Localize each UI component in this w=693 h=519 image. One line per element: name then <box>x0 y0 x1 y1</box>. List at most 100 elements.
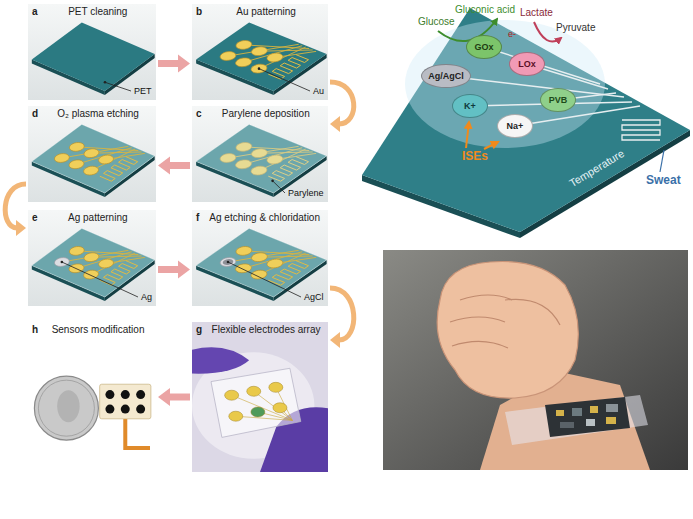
callout-label: Parylene <box>288 188 324 198</box>
finger-line <box>452 341 508 348</box>
sensor-substrate <box>362 8 690 232</box>
modified-electrode <box>136 405 145 414</box>
electrode-pad <box>55 258 70 267</box>
electrode-pad <box>236 264 252 273</box>
panel-title: Au patterning <box>208 6 324 18</box>
process-panel: bAu patterningAu <box>192 4 328 100</box>
leader-line <box>62 262 138 297</box>
panel-letter: f <box>196 212 199 224</box>
panel-illustration <box>28 322 156 472</box>
patch-component <box>586 419 595 426</box>
arrow-shaft <box>330 82 354 124</box>
modified-electrode <box>105 390 114 399</box>
panel-title-row: a PET cleaning <box>28 4 156 18</box>
electrode-pad <box>267 53 283 62</box>
pet-substrate <box>32 228 155 297</box>
electrode-trace <box>484 47 600 84</box>
process-arrow <box>330 82 354 132</box>
patch-component <box>606 404 618 412</box>
electrode-node: Na+ <box>497 114 533 138</box>
arrow-shaft <box>330 288 354 340</box>
panel-illustration <box>192 210 328 306</box>
electrode-pad <box>84 166 99 175</box>
electrode-pad <box>99 155 114 164</box>
process-arrow <box>158 55 190 73</box>
panel-letter: a <box>32 6 38 18</box>
leader-dot <box>104 81 107 84</box>
finger-line <box>450 317 505 322</box>
electrode-pad <box>251 64 267 73</box>
arrow-head <box>178 261 190 279</box>
arrow-head <box>158 388 170 406</box>
electrode-pad <box>69 143 84 152</box>
electrode-pad <box>229 411 243 421</box>
leader-arrow <box>484 142 498 149</box>
electrode-label: Ag/AgCl <box>428 71 464 82</box>
gold-trace <box>244 45 309 49</box>
patch-component <box>590 406 598 413</box>
wrist-band <box>505 395 648 445</box>
process-panel: cParylene depositionParylene <box>192 106 328 202</box>
panel-title-row: fAg etching & chloridation <box>192 210 328 224</box>
electrode-pad <box>55 154 70 163</box>
panel-title: Flexible electrodes array <box>208 324 324 336</box>
electrode-node: PVB <box>540 88 576 112</box>
panel-illustration <box>192 106 328 202</box>
process-panel: dO₂ plasma etching <box>28 106 156 202</box>
gold-trace <box>77 251 138 255</box>
leader-dot <box>61 261 64 264</box>
panel-title-row: gFlexible electrodes array <box>192 322 328 336</box>
panel-title-row: dO₂ plasma etching <box>28 106 156 120</box>
process-arrow <box>330 288 354 348</box>
electrode-trace <box>515 106 640 126</box>
photo-background <box>383 250 688 470</box>
patch-component <box>606 417 616 424</box>
gold-trace <box>244 251 309 255</box>
callout-label: Ag <box>141 292 152 302</box>
electrode-pad <box>269 382 283 392</box>
arrow-shaft <box>169 394 190 401</box>
electrode-pad <box>99 259 114 268</box>
electrode-pad <box>220 52 236 61</box>
modified-electrode <box>121 390 130 399</box>
panel-letter: h <box>32 324 38 336</box>
process-arrow <box>158 261 190 279</box>
annotation-label: Glucose <box>418 16 455 28</box>
electrode-pad <box>225 390 239 400</box>
annotation-label: ISEs <box>462 150 488 164</box>
modified-electrode <box>121 405 130 414</box>
electrode-label: LOx <box>518 59 536 70</box>
gold-trace <box>243 252 302 269</box>
patch-component <box>560 422 574 428</box>
patch-component <box>572 408 582 416</box>
leader-dot <box>227 261 230 264</box>
electrode-pad <box>236 247 252 256</box>
patch-component <box>556 410 564 416</box>
process-panel: gFlexible electrodes array <box>192 322 328 472</box>
electrode-label: PVB <box>549 95 568 106</box>
arrow-shaft <box>158 266 179 273</box>
leader-line <box>228 262 301 297</box>
electrode-pad <box>69 247 84 256</box>
process-panel: aPET cleaningPET <box>28 4 156 100</box>
process-arrow <box>5 184 26 236</box>
pet-substrate <box>32 124 155 193</box>
process-arrow <box>158 388 190 406</box>
fist <box>437 261 578 398</box>
panel-letter: c <box>196 108 202 120</box>
leader-line <box>660 150 664 172</box>
sensor-chip <box>100 384 151 419</box>
thumb-line <box>505 299 560 325</box>
annotation-label: Pyruvate <box>556 22 595 34</box>
pet-substrate <box>196 124 327 193</box>
panel-title: PET cleaning <box>44 6 152 18</box>
panel-title-row: cParylene deposition <box>192 106 328 120</box>
modified-electrode <box>105 405 114 414</box>
callout-label: AgCl <box>304 292 324 302</box>
leader-dot <box>258 67 261 70</box>
arrow-head <box>330 116 340 132</box>
parylene-film <box>196 228 327 297</box>
arrow-shaft <box>169 162 190 169</box>
electrode-pad <box>252 253 268 262</box>
